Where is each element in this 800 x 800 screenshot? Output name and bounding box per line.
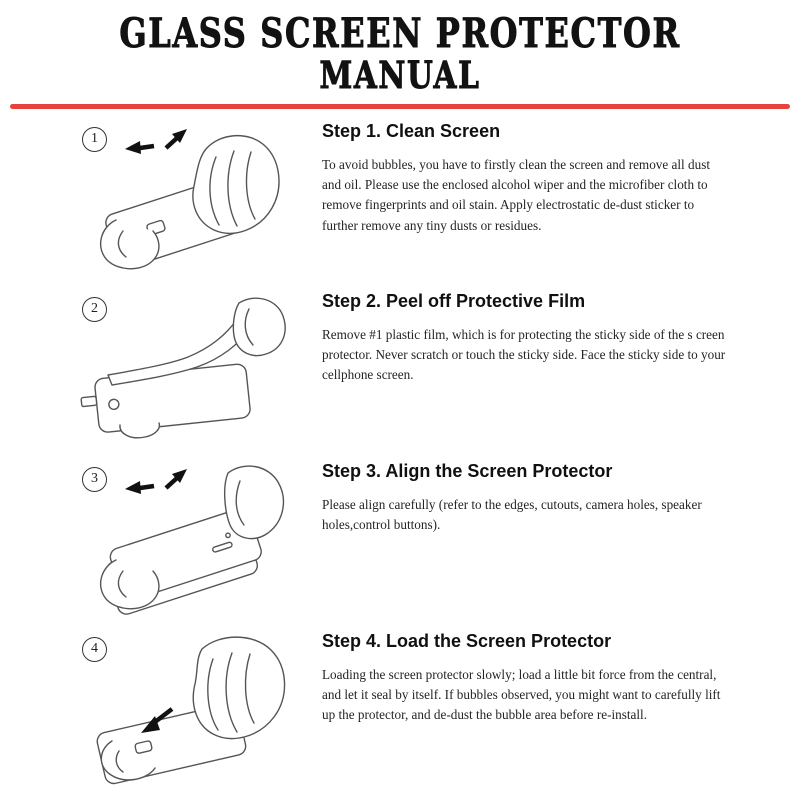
step1-text: Step 1. Clean Screen To avoid bubbles, y… — [306, 117, 760, 237]
title-block: GLASS SCREEN PROTECTOR MANUAL — [0, 10, 800, 97]
press-arrow-icon — [141, 706, 174, 733]
peeling-hand-icon — [232, 297, 286, 356]
step-row-3: 3 Step 3. Align the Screen Protector Ple… — [56, 457, 760, 627]
holding-hand-icon — [99, 558, 160, 609]
motion-arrows-icon — [125, 468, 187, 494]
step2-body: Remove #1 plastic film, which is for pro… — [322, 326, 726, 383]
step-row-4: 4 Step 4. Load the Screen Protector Load… — [56, 627, 760, 797]
thumb-icon — [119, 421, 161, 438]
step3-body: Please align carefully (refer to the edg… — [322, 496, 702, 532]
step3-heading: Step 3. Align the Screen Protector — [322, 460, 613, 481]
step4-number-badge: 4 — [82, 636, 107, 662]
step1-number-badge: 1 — [82, 126, 107, 152]
step4-figure: 4 — [56, 627, 306, 787]
step-row-2: 2 Step 2. Peel off Protective Film Remov… — [56, 287, 760, 457]
step3-text: Step 3. Align the Screen Protector Pleas… — [306, 457, 760, 536]
step1-heading: Step 1. Clean Screen — [322, 120, 501, 141]
step4-body: Loading the screen protector slowly; loa… — [322, 666, 721, 723]
aligning-protector-icon — [99, 465, 285, 615]
pressing-hand-icon — [192, 635, 286, 739]
red-divider — [10, 103, 790, 109]
step-row-1: 1 Step 1. Clean Screen To avoid bubbles,… — [56, 117, 760, 287]
step4-text: Step 4. Load the Screen Protector Loadin… — [306, 627, 760, 726]
wiping-phone-icon — [99, 128, 280, 269]
step3-number-badge: 3 — [82, 466, 107, 492]
step4-heading: Step 4. Load the Screen Protector — [322, 630, 612, 651]
step2-number-badge: 2 — [82, 296, 107, 322]
step2-text: Step 2. Peel off Protective Film Remove … — [306, 287, 760, 386]
steps-list: 1 Step 1. Clean Screen To avoid bubbles,… — [0, 109, 800, 797]
holding-hand-icon — [99, 218, 160, 269]
step3-figure: 3 — [56, 457, 306, 617]
motion-arrows-icon — [125, 128, 187, 154]
manual-title-line1: GLASS SCREEN PROTECTOR — [119, 10, 681, 57]
step1-figure: 1 — [56, 117, 306, 277]
step1-body: To avoid bubbles, you have to firstly cl… — [322, 156, 710, 233]
placing-hand-icon — [223, 465, 285, 539]
step2-figure: 2 — [56, 287, 306, 447]
manual-title-line2: MANUAL — [319, 52, 481, 97]
pressing-protector-icon — [96, 635, 286, 784]
peeling-film-icon — [80, 297, 286, 438]
step2-heading: Step 2. Peel off Protective Film — [322, 290, 586, 311]
wiping-hand-icon — [192, 134, 280, 234]
thumb-icon — [100, 739, 156, 781]
